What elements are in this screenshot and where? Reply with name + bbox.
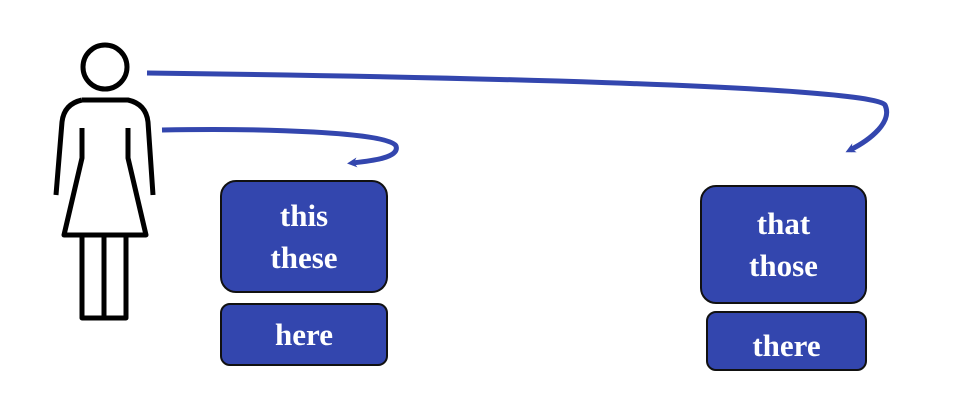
far-plural: those (749, 247, 818, 283)
arrow-near-icon (161, 127, 399, 168)
far-singular: that (756, 205, 811, 241)
far-place-box: there (706, 311, 867, 371)
near-singular: this (279, 197, 329, 233)
near-plural: these (270, 239, 338, 275)
near-demonstrative-box: this these (220, 180, 388, 293)
far-place: there (752, 328, 821, 363)
person-icon (53, 42, 156, 321)
far-demonstrative-box: that those (700, 185, 867, 304)
near-place: here (275, 316, 333, 352)
arrow-far-icon (146, 70, 890, 153)
near-place-box: here (220, 303, 388, 366)
